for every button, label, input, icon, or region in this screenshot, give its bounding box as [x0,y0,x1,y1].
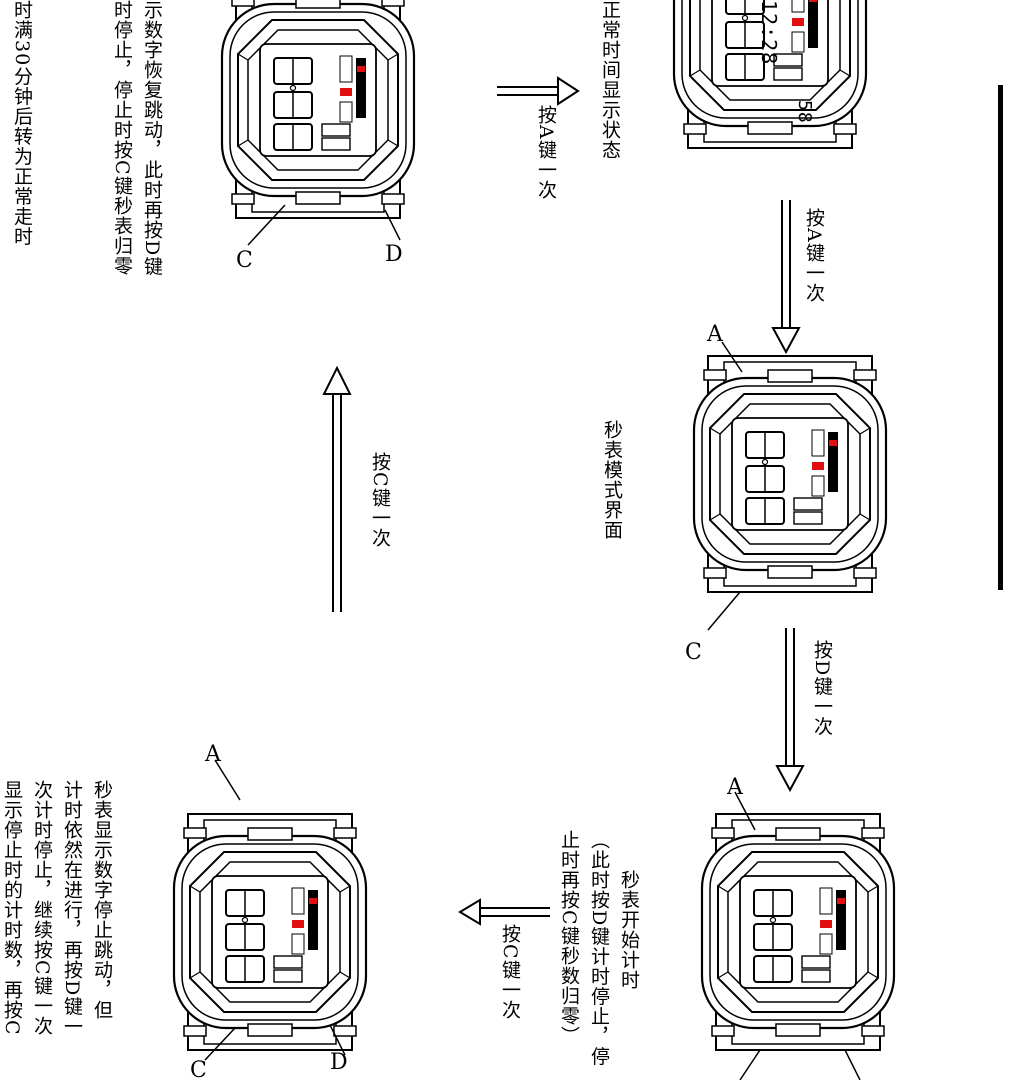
leader-a-bottom [734,791,756,831]
leader-c-bottom [739,1049,761,1080]
leader-d-left [329,1024,346,1056]
leader-c-mid [707,591,741,631]
caption-normal-time: 正常时间显示状态 [599,0,621,160]
arrow-to-stopwatch-running [775,628,805,793]
leader-a-left [214,759,241,801]
transition-label-a-2: 按A键一次 [803,208,825,303]
leader-a-mid [721,341,743,373]
button-label-d: D [330,1050,348,1075]
button-label-c: C [190,1058,207,1080]
button-label-a: A [727,775,743,800]
button-label-c: C [236,248,253,273]
leader-c-top [247,204,286,246]
arrow-to-stopwatch-mode [771,200,801,355]
display-seconds: 58 [794,100,815,124]
leader-d-bottom [844,1049,861,1080]
leader-c-left [204,1027,236,1061]
arrow-to-normal [497,76,580,106]
transition-label-c-up: 按C键一次 [369,452,391,548]
button-label-d: D [385,242,403,267]
transition-label-d: 按D键一次 [811,640,833,737]
button-label-c: C [685,640,702,665]
arrow-to-stopwatch-resumed [322,365,352,612]
caption-stopwatch-mode: 秒表模式界面 [601,420,623,540]
display-time: 12:28 [757,0,781,66]
separator-line [998,85,1003,590]
transition-label-c-left: 按C键一次 [499,924,521,1020]
transition-label-a-1: 按A键一次 [535,105,557,200]
button-label-a: A [707,322,723,347]
leader-d-top [384,209,401,241]
button-label-a: A [205,742,221,767]
arrow-to-stopwatch-frozen [458,898,550,926]
